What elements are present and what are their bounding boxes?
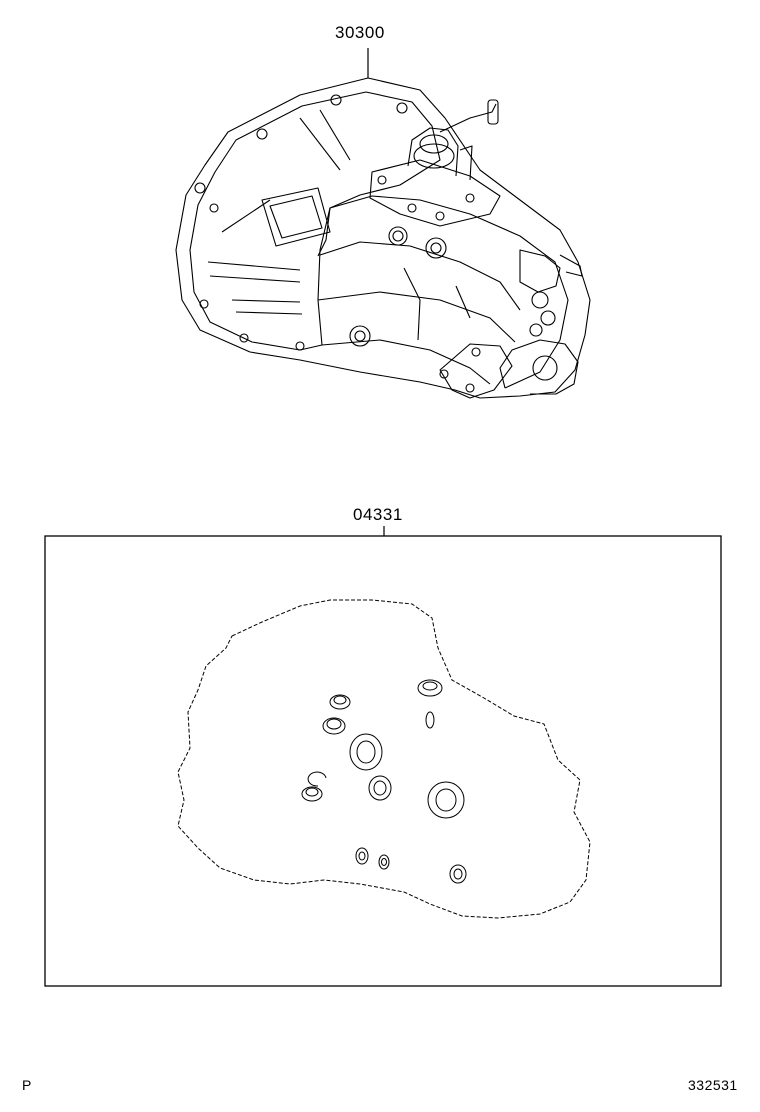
o-ring-4 [449, 864, 467, 884]
oil-seal-large-1 [349, 733, 383, 771]
illustration-number: 332531 [688, 1077, 738, 1093]
page-marker: P [22, 1077, 32, 1093]
gasket-kit-part-number: 04331 [353, 505, 403, 524]
transmission-assembly-illustration [175, 77, 591, 399]
case-gasket-outline [177, 599, 591, 919]
gasket-kit-frame [44, 535, 722, 987]
oil-seal-medium [368, 775, 392, 801]
o-ring-2 [355, 847, 369, 865]
seal-ring-1 [329, 694, 351, 710]
snap-ring [307, 771, 327, 787]
o-ring-1 [425, 711, 435, 729]
o-ring-3 [378, 854, 390, 870]
seal-ring-4 [301, 786, 323, 802]
oil-seal-large-2 [427, 781, 465, 819]
transmission-assembly-part-number: 30300 [335, 23, 385, 42]
gasket-kit-illustration [177, 599, 591, 919]
seal-ring-3 [322, 717, 346, 735]
seal-ring-2 [417, 679, 443, 697]
